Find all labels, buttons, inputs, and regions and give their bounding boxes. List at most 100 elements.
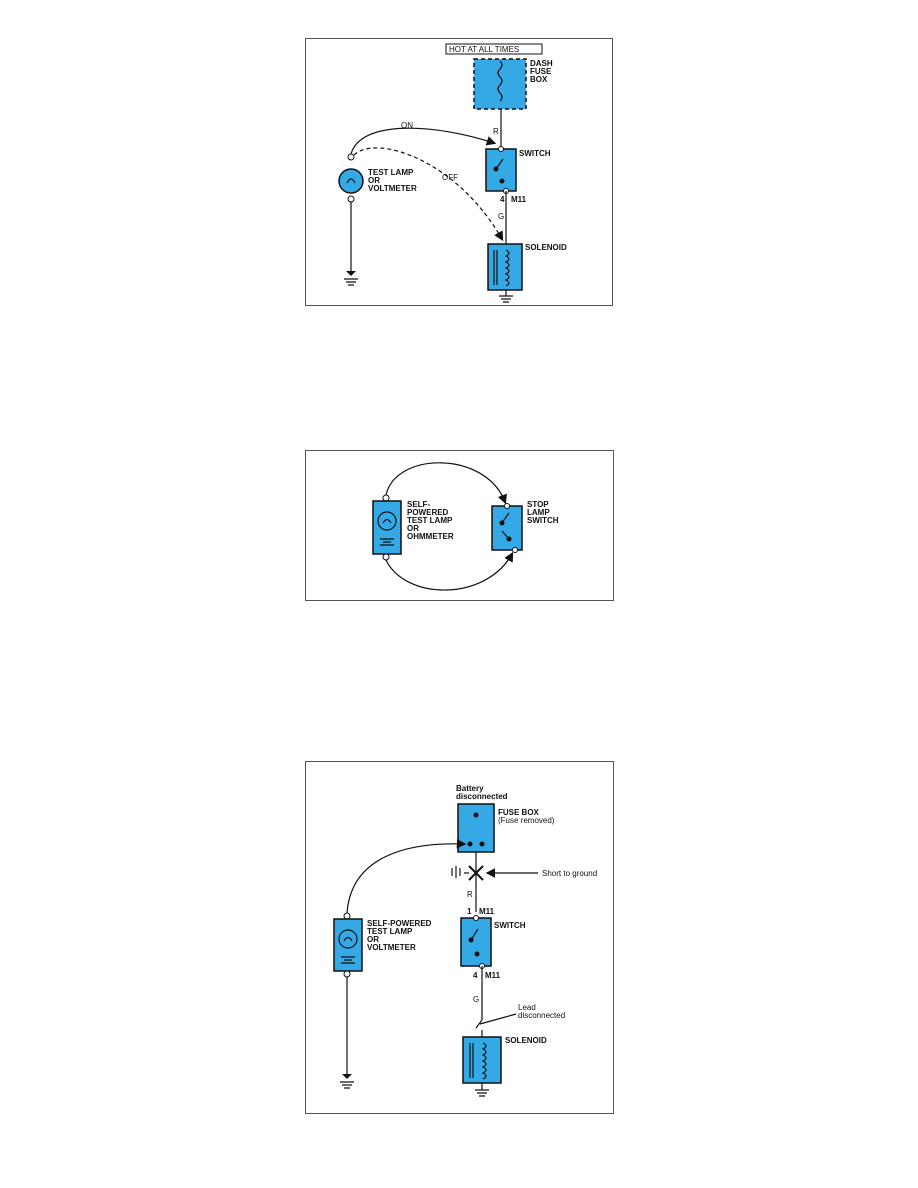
tester-battery-icon bbox=[341, 956, 355, 964]
connector-label: M11 bbox=[511, 195, 527, 204]
switch-label: SWITCH bbox=[494, 921, 526, 930]
fuse-removed-label: (Fuse removed) bbox=[498, 816, 555, 825]
pin-label: 4 bbox=[500, 195, 505, 204]
lamp-terminal-bottom bbox=[347, 195, 355, 203]
stop-lamp-switch-box bbox=[491, 505, 523, 551]
tester-lamp-icon bbox=[377, 511, 397, 531]
lamp-filament bbox=[346, 178, 356, 184]
diagram-3-panel: Battery disconnected FUSE BOX (Fuse remo… bbox=[305, 761, 614, 1114]
switch-label: SWITCH bbox=[519, 149, 551, 158]
solenoid-coil-icon bbox=[504, 249, 510, 287]
fuse-box-contact-1 bbox=[467, 841, 473, 847]
tester-lamp-icon bbox=[338, 929, 358, 949]
pin-top-label: 1 bbox=[467, 907, 472, 916]
hot-at-all-times-tag bbox=[445, 43, 543, 55]
off-label: OFF bbox=[442, 173, 458, 182]
connector-bottom-label: M11 bbox=[485, 971, 501, 980]
stop-switch-label-1: STOP bbox=[527, 500, 549, 509]
switch-contact-2 bbox=[499, 178, 505, 184]
diagram-3-svg: Battery disconnected FUSE BOX (Fuse remo… bbox=[333, 784, 597, 1097]
on-label: ON bbox=[401, 121, 413, 130]
off-lead bbox=[353, 147, 504, 242]
stop-switch-label-3: SWITCH bbox=[527, 516, 559, 525]
diagram-2-panel: SELF- POWERED TEST LAMP OR OHMMETER STOP… bbox=[305, 450, 614, 601]
solenoid-box bbox=[487, 243, 523, 291]
probe-tip-icon bbox=[346, 271, 356, 276]
stop-switch-blade-2 bbox=[501, 530, 510, 540]
tester-label-1: SELF-POWERED bbox=[367, 919, 432, 928]
pin-bottom-label: 4 bbox=[473, 971, 478, 980]
tester-terminal-top bbox=[382, 494, 390, 502]
solenoid-box bbox=[462, 1036, 502, 1084]
solenoid-label: SOLENOID bbox=[525, 243, 567, 252]
short-x-icon bbox=[468, 865, 484, 881]
stop-switch-blade bbox=[501, 512, 510, 524]
tester-label-4: OR bbox=[407, 524, 419, 533]
wire-g-label: G bbox=[473, 995, 479, 1004]
test-lamp-label-1: TEST LAMP bbox=[368, 168, 414, 177]
switch-box bbox=[460, 917, 492, 967]
fuse-box-label-2: FUSE bbox=[530, 67, 552, 76]
short-to-ground-label: Short to ground bbox=[542, 869, 597, 878]
wire-g-label: G bbox=[498, 212, 504, 221]
battery-label-2: disconnected bbox=[456, 792, 508, 801]
diagram-2-svg: SELF- POWERED TEST LAMP OR OHMMETER STOP… bbox=[372, 462, 559, 591]
tester-label-2: POWERED bbox=[407, 508, 449, 517]
lamp-terminal-top bbox=[347, 153, 355, 161]
battery-label-1: Battery bbox=[456, 784, 484, 793]
hot-at-all-times-label: HOT AT ALL TIMES bbox=[449, 45, 519, 54]
tester-battery-icon bbox=[380, 538, 394, 546]
solenoid-ground-icon bbox=[499, 295, 513, 303]
lead-pointer bbox=[479, 1013, 517, 1025]
tester-label-5: OHMMETER bbox=[407, 532, 454, 541]
short-ground-icon bbox=[451, 866, 461, 878]
diagram-1-panel: HOT AT ALL TIMES DASH FUSE BOX R SWITCH … bbox=[305, 38, 613, 306]
fuse-box-label-3: BOX bbox=[530, 75, 548, 84]
lamp-ground-icon bbox=[344, 278, 358, 286]
probe-tip-icon bbox=[342, 1074, 352, 1079]
switch-terminal-top bbox=[473, 915, 479, 921]
test-lamp-label-2: OR bbox=[368, 176, 380, 185]
lead-label-1: Lead bbox=[518, 1003, 536, 1012]
wire-r-label: R bbox=[493, 127, 499, 136]
fuse-box-label-1: DASH bbox=[530, 59, 553, 68]
dash-fuse-box bbox=[473, 58, 527, 110]
stop-switch-terminal-top bbox=[504, 503, 510, 509]
on-lead bbox=[350, 127, 497, 155]
tester-filament bbox=[382, 518, 392, 524]
switch-blade bbox=[495, 158, 504, 170]
switch-box bbox=[485, 148, 517, 192]
fuse-box-contact-2 bbox=[479, 841, 485, 847]
test-lamp-icon bbox=[338, 168, 364, 194]
tester-terminal-bottom bbox=[343, 970, 351, 978]
fuse-box-contact-top bbox=[473, 812, 479, 818]
tester-lead-to-fuse bbox=[346, 838, 467, 914]
tester-label-1: SELF- bbox=[407, 500, 430, 509]
tester-label-4: VOLTMETER bbox=[367, 943, 416, 952]
connector-top-label: M11 bbox=[479, 907, 495, 916]
switch-terminal-top bbox=[498, 146, 504, 152]
solenoid-ground-icon bbox=[475, 1089, 489, 1097]
lead-label-2: disconnected bbox=[518, 1011, 565, 1020]
fuse-box bbox=[457, 803, 495, 853]
switch-contact-2 bbox=[474, 951, 480, 957]
wire-r-label: R bbox=[467, 890, 473, 899]
fuse-box-label: FUSE BOX bbox=[498, 808, 540, 817]
tester-terminal-bottom bbox=[382, 553, 390, 561]
tester-label-2: TEST LAMP bbox=[367, 927, 413, 936]
solenoid-coil-icon bbox=[481, 1042, 487, 1080]
test-lamp-label-3: VOLTMETER bbox=[368, 184, 417, 193]
fuse-icon bbox=[497, 60, 503, 102]
tester-ground-icon bbox=[340, 1081, 354, 1089]
tester-label-3: TEST LAMP bbox=[407, 516, 453, 525]
tester-label-3: OR bbox=[367, 935, 379, 944]
lead-disconnected-wire bbox=[475, 1019, 483, 1029]
switch-blade bbox=[470, 928, 479, 941]
solenoid-label: SOLENOID bbox=[505, 1036, 547, 1045]
stop-switch-terminal-bottom bbox=[512, 547, 518, 553]
stop-switch-label-2: LAMP bbox=[527, 508, 550, 517]
diagram-1-svg: HOT AT ALL TIMES DASH FUSE BOX R SWITCH … bbox=[338, 43, 567, 303]
tester-lead-top bbox=[385, 462, 507, 505]
tester-filament bbox=[343, 936, 353, 942]
tester-lead-bottom bbox=[385, 551, 514, 591]
